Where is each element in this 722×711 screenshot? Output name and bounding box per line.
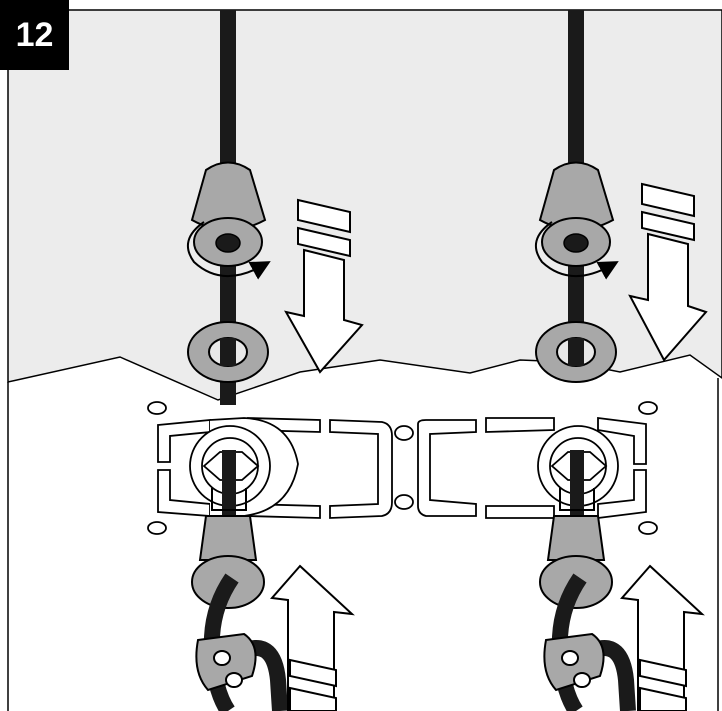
- rotation-arrow-icon: [534, 221, 619, 280]
- cable-clip-icon: [559, 488, 595, 511]
- cable-icon: [570, 450, 584, 520]
- housing-cover-panel: [7, 9, 722, 401]
- down-arrow-icon: [284, 198, 364, 374]
- left-lower-assembly: [191, 450, 355, 711]
- gland-nut-icon: [198, 515, 258, 561]
- up-arrow-icon: [620, 564, 705, 711]
- cable-clip-icon: [211, 488, 247, 511]
- up-arrow-icon: [270, 564, 355, 711]
- rotation-arrow-icon: [186, 221, 271, 280]
- step-number-badge: 12: [0, 0, 69, 70]
- left-upper-assembly: [186, 10, 364, 405]
- right-lower-assembly: [539, 450, 705, 711]
- cable-icon: [222, 450, 236, 520]
- right-upper-assembly: [534, 10, 708, 383]
- knockout-plate-icon: [147, 401, 658, 535]
- gland-nut-icon: [546, 515, 606, 561]
- down-arrow-icon: [628, 182, 708, 362]
